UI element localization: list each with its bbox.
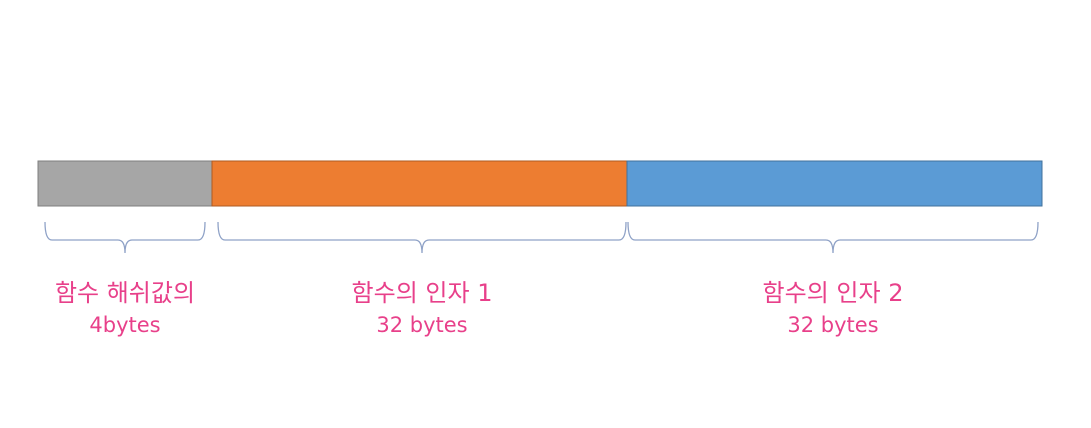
label-argument-1: 함수의 인자 1 32 bytes — [322, 281, 522, 336]
segment-name: 함수 해쉬값의 — [54, 279, 196, 307]
brace-argument-2 — [627, 221, 1039, 254]
segment-name: 함수의 인자 2 — [762, 279, 904, 307]
brace-function-hash — [44, 221, 206, 254]
segment-size: 32 bytes — [376, 313, 468, 337]
label-function-hash: 함수 해쉬값의 4bytes — [25, 281, 225, 336]
segment-argument-1 — [211, 160, 628, 207]
brace-argument-1 — [217, 221, 627, 254]
segment-argument-2 — [626, 160, 1043, 207]
segment-function-hash — [37, 160, 213, 207]
segment-size: 4bytes — [89, 313, 161, 337]
label-argument-2: 함수의 인자 2 32 bytes — [733, 281, 933, 336]
segment-size: 32 bytes — [787, 313, 879, 337]
segment-name: 함수의 인자 1 — [351, 279, 493, 307]
